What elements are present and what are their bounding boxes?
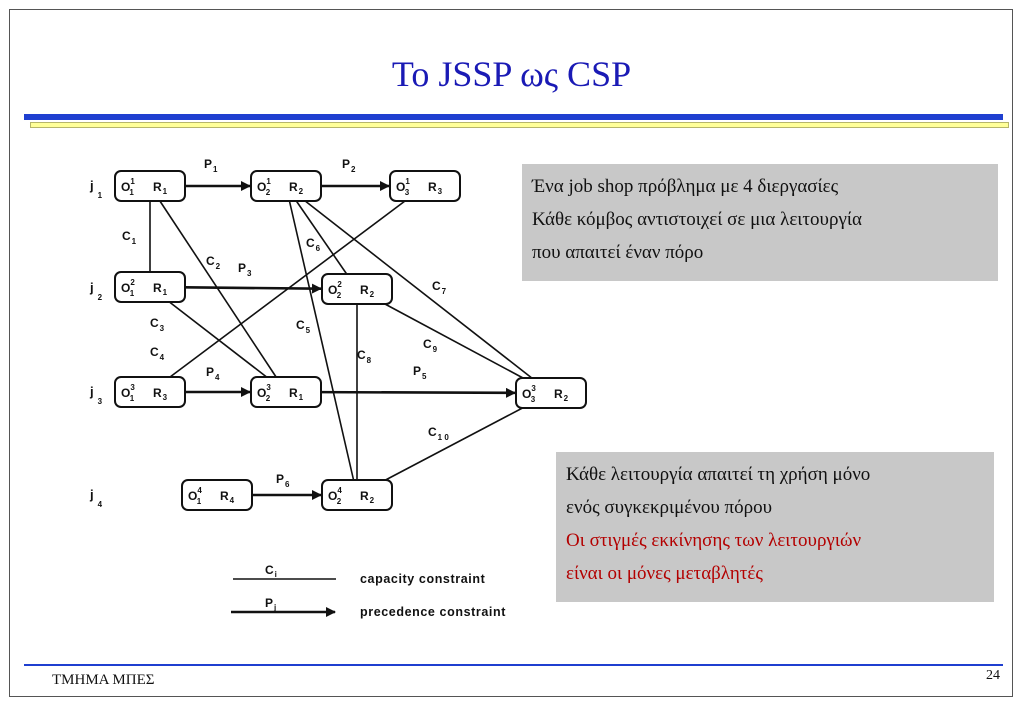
capacity-edge-c10 bbox=[385, 407, 523, 481]
page-number: 24 bbox=[986, 668, 1000, 683]
capacity-edge-c6 bbox=[295, 200, 348, 275]
precedence-arrow-p5 bbox=[320, 387, 516, 398]
capacity-edge-c7 bbox=[304, 200, 533, 379]
precedence-label-p5: P5 bbox=[413, 364, 427, 381]
footer-rule bbox=[24, 664, 1003, 666]
title-underline-blue bbox=[24, 114, 1003, 120]
capacity-edge-c2 bbox=[159, 200, 277, 378]
precedence-label-p6: P6 bbox=[276, 472, 290, 489]
capacity-edge-c5 bbox=[288, 200, 355, 481]
capacity-label-c8: C8 bbox=[357, 348, 372, 365]
info-highlight-line: Οι στιγμές εκκίνησης των λειτουργιών bbox=[566, 530, 862, 551]
capacity-label-c4: C4 bbox=[150, 345, 165, 362]
precedence-label-p1: P1 bbox=[204, 157, 218, 174]
info-line: Κάθε λειτουργία απαιτεί τη χρήση μόνο bbox=[566, 464, 871, 485]
capacity-edge-c3 bbox=[168, 301, 268, 378]
capacity-label-c7: C7 bbox=[432, 279, 447, 296]
legend-text: precedence constraint bbox=[360, 605, 506, 619]
info-line: που απαιτεί έναν πόρο bbox=[532, 242, 704, 263]
jobs-layer: j1 j2 j3 j4 bbox=[89, 178, 103, 509]
capacity-label-c2: C2 bbox=[206, 254, 221, 271]
job-label-3: j3 bbox=[89, 384, 103, 406]
info-box-bottom: Κάθε λειτουργία απαιτεί τη χρήση μόνο εν… bbox=[556, 452, 994, 602]
legend-text: capacity constraint bbox=[360, 572, 486, 586]
title-underline-yellow bbox=[30, 122, 1009, 128]
capacity-edge-c9 bbox=[384, 303, 524, 379]
capacity-label-c5: C5 bbox=[296, 318, 311, 335]
job-label-4: j4 bbox=[89, 487, 103, 509]
capacity-label-c3: C3 bbox=[150, 316, 165, 333]
capacity-label-c9: C9 bbox=[423, 337, 438, 354]
capacity-label-c6: C6 bbox=[306, 236, 321, 253]
info-line: Ένα job shop πρόβλημα με 4 διεργασίες bbox=[532, 176, 839, 197]
capacity-label-c10: C1 0 bbox=[428, 425, 449, 442]
capacity-label-c1: C1 bbox=[122, 229, 137, 246]
precedence-label-p2: P2 bbox=[342, 157, 356, 174]
precedence-label-p3: P3 bbox=[238, 261, 252, 278]
info-line: ενός συγκεκριμένου πόρου bbox=[566, 497, 773, 518]
info-highlight-line: είναι οι μόνες μεταβλητές bbox=[566, 563, 763, 584]
legend-symbol: Pj bbox=[265, 596, 276, 612]
precedence-label-p4: P4 bbox=[206, 365, 220, 382]
info-box-top: Ένα job shop πρόβλημα με 4 διεργασίες Κά… bbox=[522, 164, 998, 281]
legend-symbol: Ci bbox=[265, 563, 277, 579]
job-label-2: j2 bbox=[89, 280, 103, 302]
info-line: Κάθε κόμβος αντιστοιχεί σε μια λειτουργί… bbox=[532, 209, 862, 230]
footer-department: ΤΜΗΜΑ ΜΠΕΣ bbox=[52, 672, 155, 688]
job-label-1: j1 bbox=[89, 178, 103, 200]
slide-title: Το JSSP ως CSP bbox=[391, 54, 632, 94]
precedence-arrow-p3 bbox=[184, 283, 322, 294]
